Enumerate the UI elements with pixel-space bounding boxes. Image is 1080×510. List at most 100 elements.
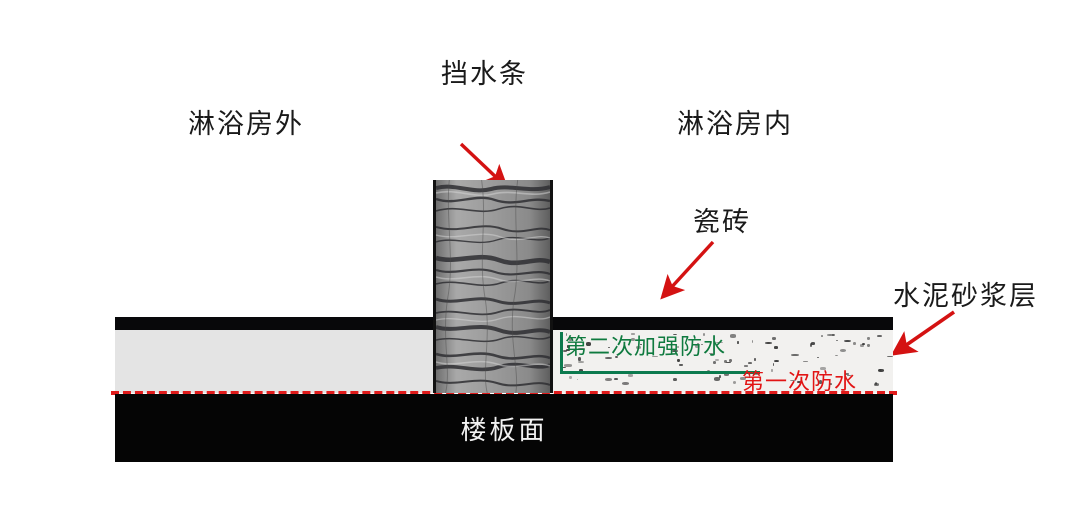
aggregate-speck — [773, 359, 780, 363]
aggregate-speck — [614, 378, 618, 380]
aggregate-speck — [579, 369, 583, 372]
aggregate-speck — [817, 357, 820, 359]
aggregate-speck — [605, 377, 612, 381]
aggregate-speck — [844, 373, 850, 375]
aggregate-speck — [853, 342, 856, 346]
aggregate-speck — [847, 375, 852, 377]
aggregate-speck — [631, 333, 636, 335]
aggregate-speck — [861, 343, 866, 346]
aggregate-speck — [695, 345, 700, 349]
slab-label: 楼板面 — [460, 416, 548, 445]
aggregate-speck — [859, 344, 864, 348]
aggregate-speck — [834, 354, 838, 356]
aggregate-speck — [677, 346, 679, 349]
aggregate-speck — [569, 337, 572, 341]
aggregate-speck — [789, 380, 796, 382]
aggregate-speck — [818, 380, 823, 384]
label-cement-mortar-layer: 水泥砂浆层 — [893, 281, 1038, 311]
aggregate-speck — [578, 360, 585, 363]
aggregate-speck — [712, 360, 716, 365]
second-waterproof-bracket — [560, 332, 760, 374]
aggregate-speck — [566, 344, 569, 348]
aggregate-speck — [640, 343, 642, 346]
tile-layer-outside — [115, 317, 433, 330]
aggregate-speck — [820, 366, 826, 370]
label-water-barrier: 挡水条 — [441, 59, 528, 89]
aggregate-speck — [563, 349, 568, 352]
aggregate-speck — [810, 342, 816, 345]
aggregate-speck — [886, 355, 893, 358]
floor-slab: 楼板面 — [115, 394, 893, 462]
aggregate-speck — [608, 346, 610, 348]
water-barrier-stone — [433, 180, 553, 393]
aggregate-speck — [569, 375, 572, 379]
aggregate-speck — [809, 343, 813, 347]
aggregate-speck — [726, 362, 731, 364]
aggregate-speck — [832, 333, 835, 337]
aggregate-speck — [565, 332, 568, 336]
aggregate-speck — [673, 333, 678, 336]
aggregate-speck — [874, 382, 879, 387]
aggregate-speck — [826, 333, 834, 336]
aggregate-speck — [715, 342, 723, 344]
aggregate-speck — [672, 350, 678, 353]
aggregate-speck — [604, 357, 612, 360]
aggregate-speck — [700, 343, 704, 346]
label-inside-shower: 淋浴房内 — [677, 109, 793, 139]
stone-texture — [436, 180, 550, 393]
aggregate-speck — [771, 337, 777, 341]
aggregate-speck — [679, 363, 683, 366]
tile-layer-inside — [553, 317, 893, 330]
mortar-layer-inside — [553, 330, 893, 393]
aggregate-speck — [565, 348, 570, 352]
aggregate-speck — [713, 377, 721, 381]
aggregate-speck — [636, 346, 642, 350]
aggregate-speck — [714, 359, 719, 362]
aggregate-speck — [876, 334, 882, 338]
aggregate-speck — [718, 375, 722, 378]
aggregate-speck — [772, 363, 775, 366]
aggregate-speck — [732, 380, 737, 385]
aggregate-speck — [867, 336, 871, 340]
mortar-arrow-icon — [890, 310, 956, 356]
aggregate-speck — [803, 360, 808, 362]
aggregate-speck — [672, 378, 677, 382]
label-outside-shower: 淋浴房外 — [188, 109, 304, 139]
aggregate-speck — [771, 369, 773, 372]
aggregate-speck — [879, 369, 881, 371]
aggregate-speck — [652, 355, 659, 358]
second-waterproof-label: 第二次加强防水 — [565, 334, 727, 359]
aggregate-speck — [878, 369, 885, 373]
aggregate-speck — [578, 357, 582, 361]
aggregate-speck — [839, 348, 847, 353]
aggregate-speck — [820, 334, 823, 337]
first-waterproof-membrane-line — [111, 391, 897, 395]
aggregate-speck — [723, 373, 729, 376]
aggregate-speck — [564, 364, 572, 367]
aggregate-speck — [628, 374, 634, 377]
aggregate-speck — [743, 365, 749, 367]
aggregate-speck — [835, 339, 839, 342]
aggregate-speck — [791, 353, 799, 356]
aggregate-speck — [747, 362, 753, 364]
floor-section-assembly: 楼板面 — [111, 317, 897, 462]
aggregate-speck — [754, 358, 756, 362]
aggregate-speck — [765, 342, 773, 345]
aggregate-speck — [737, 341, 739, 344]
label-ceramic-tile: 瓷砖 — [693, 207, 751, 237]
aggregate-speck — [797, 380, 802, 383]
first-waterproof-label: 第一次防水 — [742, 369, 858, 394]
aggregate-speck — [622, 382, 630, 386]
aggregate-speck — [708, 353, 714, 355]
aggregate-speck — [631, 338, 635, 342]
aggregate-speck — [739, 377, 747, 381]
tile-arrow-icon — [660, 240, 715, 300]
aggregate-speck — [561, 367, 567, 369]
aggregate-speck — [615, 356, 619, 359]
aggregate-speck — [730, 334, 737, 338]
aggregate-speck — [728, 358, 732, 362]
mortar-layer-outside — [115, 330, 433, 393]
aggregate-speck — [576, 378, 579, 381]
aggregate-speck — [866, 343, 870, 347]
